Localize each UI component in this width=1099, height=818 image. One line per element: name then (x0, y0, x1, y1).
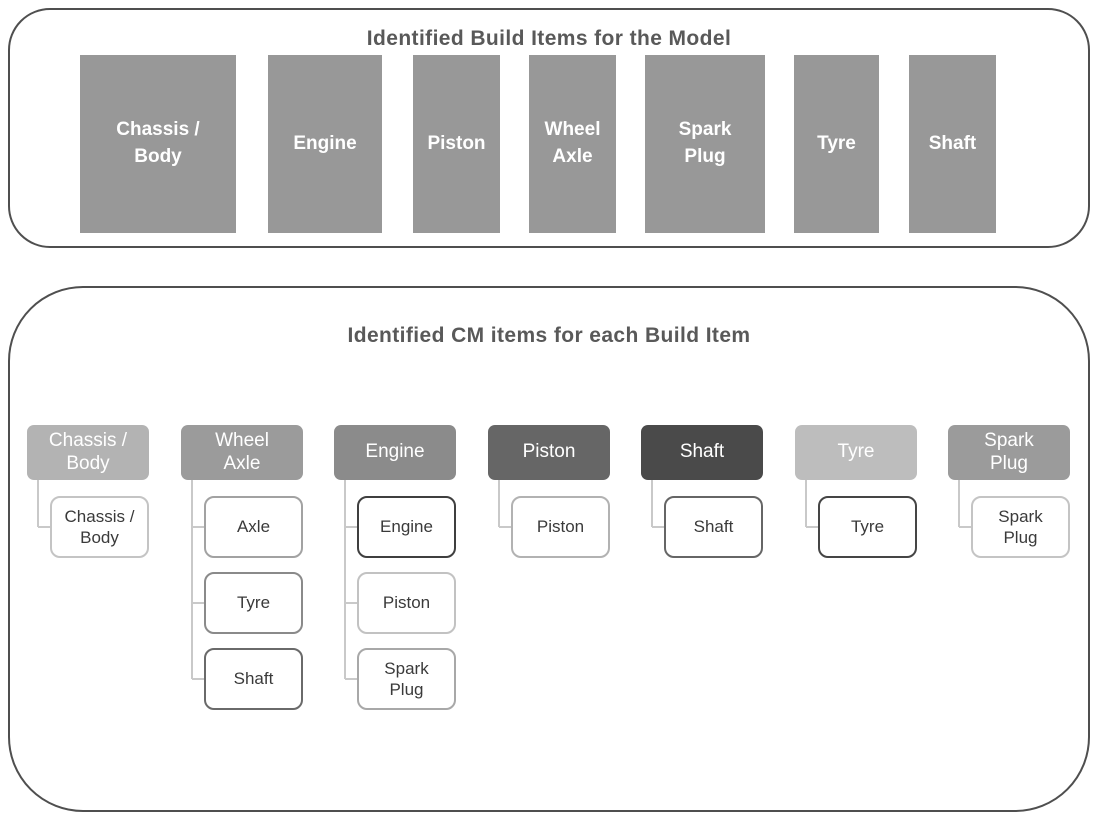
tree-child-shaft: Shaft (192, 648, 303, 710)
build-item-block-shaft: Shaft (909, 55, 996, 233)
tree-child-engine: Engine (345, 496, 456, 558)
tree-root-wheel-axle: Wheel Axle (181, 425, 303, 480)
build-item-block-chassis-body: Chassis / Body (80, 55, 236, 233)
cm-tree-engine: Engine Engine Piston Spark Plug (334, 425, 456, 710)
cm-tree-chassis-body: Chassis / Body Chassis / Body (27, 425, 149, 558)
cm-tree-piston: Piston Piston (488, 425, 610, 558)
build-item-block-tyre: Tyre (794, 55, 879, 233)
tree-connector (498, 480, 500, 527)
tree-child-tyre: Tyre (806, 496, 917, 558)
cm-items-title: Identified CM items for each Build Item (347, 324, 751, 347)
tree-connector (805, 480, 807, 527)
tree-connector (37, 480, 39, 527)
build-item-block-spark-plug: Spark Plug (645, 55, 765, 233)
tree-child-piston: Piston (345, 572, 456, 634)
tree-connector (958, 480, 960, 527)
tree-child-tyre: Tyre (192, 572, 303, 634)
tree-connector (344, 480, 346, 679)
tree-root-engine: Engine (334, 425, 456, 480)
build-item-block-wheel-axle: Wheel Axle (529, 55, 616, 233)
cm-tree-tyre: Tyre Tyre (795, 425, 917, 558)
tree-root-piston: Piston (488, 425, 610, 480)
build-items-title: Identified Build Items for the Model (366, 27, 732, 50)
tree-root-chassis-body: Chassis / Body (27, 425, 149, 480)
tree-child-spark-plug: Spark Plug (345, 648, 456, 710)
tree-child-spark-plug: Spark Plug (959, 496, 1070, 558)
build-item-block-engine: Engine (268, 55, 382, 233)
cm-tree-wheel-axle: Wheel Axle Axle Tyre Shaft (181, 425, 303, 710)
tree-root-tyre: Tyre (795, 425, 917, 480)
cm-items-panel: Identified CM items for each Build Item … (8, 286, 1090, 812)
tree-child-axle: Axle (192, 496, 303, 558)
tree-connector (191, 480, 193, 679)
tree-child-shaft: Shaft (652, 496, 763, 558)
build-item-block-piston: Piston (413, 55, 500, 233)
cm-tree-shaft: Shaft Shaft (641, 425, 763, 558)
build-items-panel: Identified Build Items for the Model Cha… (8, 8, 1090, 248)
cm-tree-spark-plug: Spark Plug Spark Plug (948, 425, 1070, 558)
tree-root-spark-plug: Spark Plug (948, 425, 1070, 480)
tree-child-piston: Piston (499, 496, 610, 558)
tree-connector (651, 480, 653, 527)
tree-child-chassis-body: Chassis / Body (38, 496, 149, 558)
tree-root-shaft: Shaft (641, 425, 763, 480)
